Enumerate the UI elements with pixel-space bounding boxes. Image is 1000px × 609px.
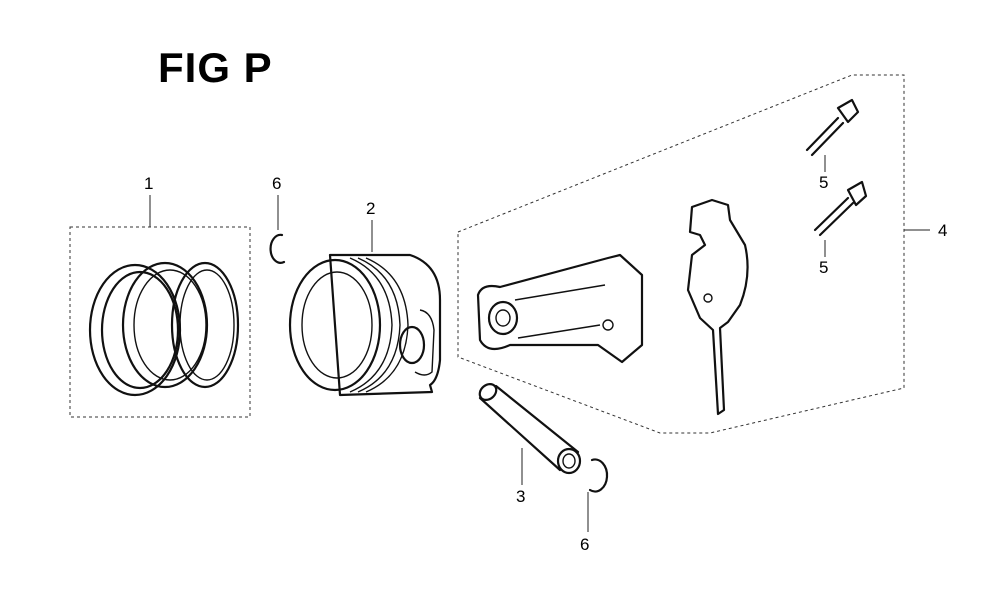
- connecting-rod: [476, 253, 644, 364]
- ring-set-box: [69, 226, 251, 418]
- piston: [288, 220, 442, 397]
- callout-4: 4: [938, 221, 948, 240]
- piston-crown-inner: [301, 271, 373, 379]
- pin-end-far: [556, 447, 582, 475]
- ring-2-inner: [133, 269, 207, 381]
- callout-3: 3: [516, 487, 526, 506]
- circlip-lower: [587, 458, 609, 532]
- circlip-lower-shape: [588, 458, 609, 493]
- callout-6-lower: 6: [580, 535, 590, 554]
- figure-title: FIG P: [158, 44, 273, 91]
- ring-3-inner: [179, 269, 235, 381]
- piston-crown: [288, 258, 382, 392]
- piston-body: [328, 253, 442, 397]
- ring-groove-2: [357, 257, 401, 393]
- ring-groove-1: [349, 257, 393, 393]
- pin-body-lines: [478, 384, 580, 472]
- rod-small-end: [487, 300, 519, 336]
- ring-inner-1: [100, 270, 180, 390]
- piston-skirt: [414, 309, 435, 376]
- ring-3: [170, 261, 240, 389]
- callout-5-upper: 5: [819, 173, 829, 192]
- rod-beam: [514, 284, 606, 339]
- pin-end-near: [478, 383, 498, 401]
- bolt-lower: [813, 180, 868, 237]
- circlip-upper: [269, 195, 286, 264]
- callout-2: 2: [366, 199, 376, 218]
- rod-cap: [686, 198, 749, 416]
- callout-1: 1: [144, 174, 154, 193]
- piston-ring-set: [69, 195, 251, 418]
- conrod-assembly: [457, 74, 930, 434]
- rod-bolt-hole: [602, 319, 614, 331]
- callout-6-upper: 6: [272, 174, 282, 193]
- bolt-upper: [805, 98, 860, 157]
- pin-bore: [562, 453, 576, 469]
- cap-bolt-hole: [703, 293, 713, 303]
- ring-groove-3: [365, 257, 409, 393]
- conrod-assembly-box: [457, 74, 905, 434]
- ring-2: [121, 261, 209, 389]
- rod-small-bore: [495, 309, 511, 327]
- piston-pin: [478, 383, 582, 485]
- piston-pin-boss: [398, 325, 426, 365]
- ring-outer-1: [88, 263, 182, 397]
- callout-5-lower: 5: [819, 258, 829, 277]
- circlip-upper-shape: [269, 233, 286, 264]
